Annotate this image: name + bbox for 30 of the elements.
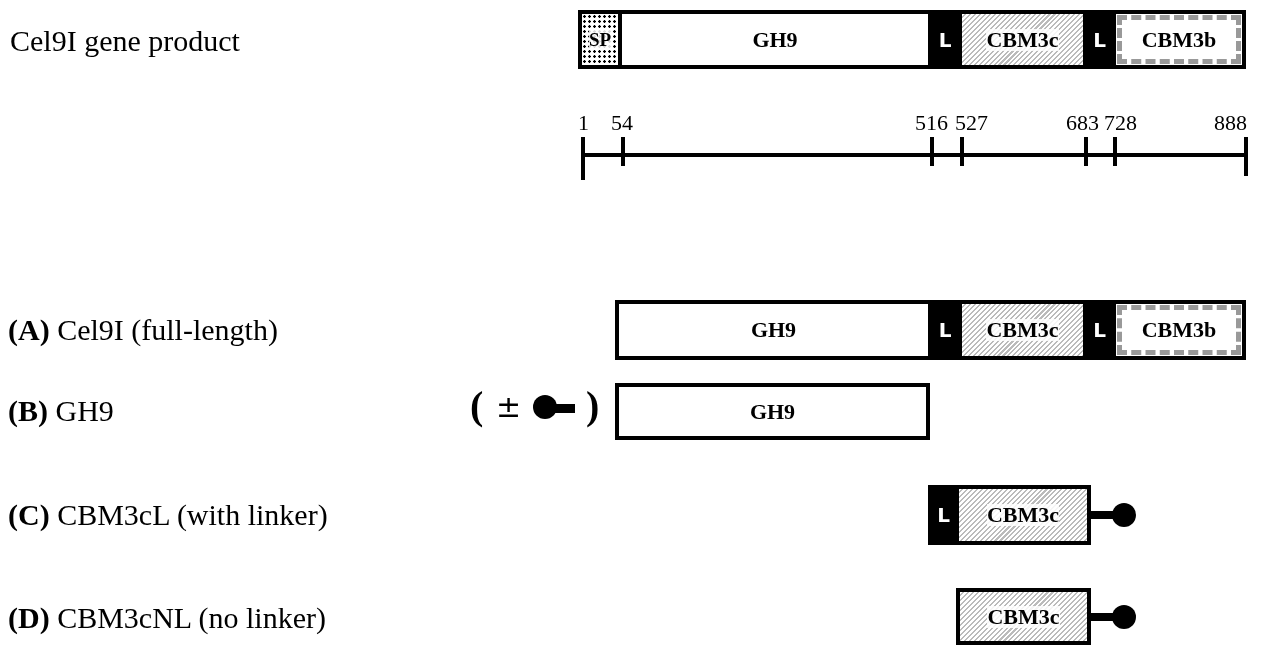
domain-label: L	[1093, 320, 1106, 340]
domain-label: GH9	[750, 319, 797, 341]
construct-label: (A) Cel9I (full-length)	[8, 315, 278, 345]
construct-label: (D) CBM3cNL (no linker)	[8, 603, 326, 633]
catalytic-domain	[615, 383, 930, 440]
residue-number: 728	[1104, 112, 1137, 134]
domain-label: SP	[588, 30, 612, 49]
binding-module-domain	[956, 588, 1091, 645]
residue-number: 888	[1214, 112, 1247, 134]
domain-label: L	[938, 320, 952, 340]
domain-label: L	[938, 29, 952, 50]
residue-number: 683	[1066, 112, 1099, 134]
residue-number: 54	[611, 112, 633, 134]
construct-label: (B) GH9	[8, 396, 114, 426]
residue-number: 516	[915, 112, 948, 134]
domain-label: GH9	[749, 400, 796, 423]
plus-minus-sign: ±	[496, 392, 522, 422]
gene-product-title: Cel9I gene product	[10, 26, 240, 56]
domain-label: CBM3c	[986, 319, 1059, 341]
domain-label: GH9	[752, 28, 798, 51]
domain-label: CBM3c	[986, 504, 1060, 526]
domain-label: L	[937, 505, 950, 525]
residue-number: 527	[955, 112, 988, 134]
domain-label: L	[1093, 29, 1106, 50]
construct-label: (C) CBM3cL (with linker)	[8, 500, 328, 530]
domain-label: CBM3c	[987, 605, 1060, 628]
domain-label: CBM3c	[986, 28, 1059, 51]
bracket-paren: )	[586, 386, 600, 426]
bracket-paren: (	[470, 386, 484, 426]
residue-number: 1	[578, 112, 589, 134]
